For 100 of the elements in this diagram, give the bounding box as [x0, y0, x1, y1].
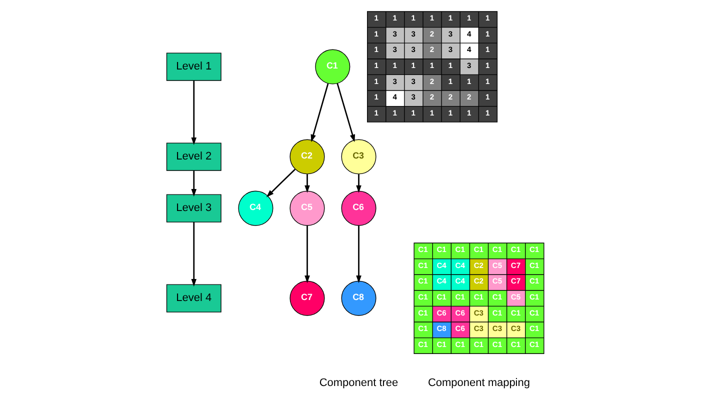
label: C7: [510, 260, 520, 270]
label: 1: [410, 14, 416, 23]
label: 1: [485, 92, 490, 102]
label: 2: [429, 45, 434, 54]
label: C1: [418, 308, 428, 318]
label: 1: [485, 61, 490, 70]
label: C1: [492, 340, 502, 349]
label: 1: [429, 14, 434, 23]
label: C1: [454, 245, 464, 254]
label: 3: [392, 29, 396, 38]
label: C6: [436, 308, 446, 318]
label: 3: [392, 76, 396, 86]
label: 1: [374, 92, 378, 102]
label: 1: [374, 108, 378, 118]
label: C3: [492, 324, 502, 334]
label: Component mapping: [427, 377, 530, 390]
label: 1: [485, 29, 490, 38]
label: 1: [485, 14, 490, 23]
label: 1: [410, 108, 416, 118]
label: 1: [448, 76, 452, 86]
label: C6: [454, 308, 464, 318]
label: C5: [510, 292, 520, 302]
label: 3: [448, 45, 452, 54]
label: 1: [448, 108, 452, 118]
label: C1: [528, 340, 539, 349]
label: C1: [418, 245, 428, 254]
label: C1: [492, 245, 502, 254]
label: C1: [528, 292, 539, 302]
label: C4: [454, 260, 464, 270]
label: 2: [448, 92, 452, 102]
label: 2: [429, 76, 434, 86]
label: C1: [510, 308, 520, 318]
label: 2: [429, 92, 434, 102]
label: C1: [528, 276, 539, 286]
label: C5: [492, 260, 502, 270]
label: 1: [374, 14, 378, 23]
label: 1: [392, 108, 396, 118]
label: C1: [492, 292, 502, 302]
label: C1: [436, 245, 446, 254]
label: C1: [473, 292, 483, 302]
label: 2: [429, 29, 434, 38]
label: 4: [392, 92, 396, 102]
label: C1: [454, 340, 464, 349]
label: 1: [466, 108, 471, 118]
label: 2: [466, 92, 471, 102]
label: 1: [485, 45, 490, 54]
label: C1: [528, 324, 539, 334]
label: C5: [492, 276, 502, 286]
label: 1: [485, 76, 490, 86]
label: 1: [374, 61, 378, 70]
label: 1: [374, 76, 378, 86]
label: C4: [436, 276, 446, 286]
label: C1: [528, 308, 539, 318]
label: C1: [473, 245, 483, 254]
label: 3: [410, 29, 416, 38]
label: C1: [436, 340, 446, 349]
label: 1: [392, 61, 396, 70]
label: 3: [466, 61, 471, 70]
label: C1: [418, 276, 428, 286]
label: C1: [418, 260, 428, 270]
label: C1: [418, 340, 428, 349]
label: 1: [429, 61, 434, 70]
label: C4: [454, 276, 464, 286]
label: 1: [448, 61, 452, 70]
label: C6: [454, 324, 464, 334]
label: C1: [436, 292, 446, 302]
label: Component tree: [318, 377, 398, 390]
label: C1: [510, 245, 520, 254]
label: C2: [473, 260, 483, 270]
label: 1: [410, 61, 416, 70]
label: C4: [436, 260, 446, 270]
label: C1: [528, 260, 539, 270]
label: 3: [448, 29, 452, 38]
label: C1: [492, 308, 502, 318]
label: C1: [454, 292, 464, 302]
label: 1: [466, 14, 471, 23]
label: 1: [448, 14, 452, 23]
label: 3: [392, 45, 396, 54]
label: 3: [410, 76, 416, 86]
label: C1: [473, 340, 483, 349]
label: C1: [510, 340, 520, 349]
label: 4: [466, 45, 471, 54]
label: 3: [410, 45, 416, 54]
label: C3: [510, 324, 520, 334]
label: 1: [429, 108, 434, 118]
label: 4: [466, 29, 471, 38]
label: C3: [473, 324, 483, 334]
label: 1: [466, 76, 471, 86]
label: 1: [374, 29, 378, 38]
label: 3: [410, 92, 416, 102]
label: C8: [436, 324, 446, 334]
label: 1: [374, 45, 378, 54]
label: 1: [392, 14, 396, 23]
label: 1: [485, 108, 490, 118]
label: C1: [418, 292, 428, 302]
label: C1: [528, 245, 539, 254]
label: C3: [473, 308, 483, 318]
label: C7: [510, 276, 520, 286]
label: C1: [418, 324, 428, 334]
label: C2: [473, 276, 483, 286]
